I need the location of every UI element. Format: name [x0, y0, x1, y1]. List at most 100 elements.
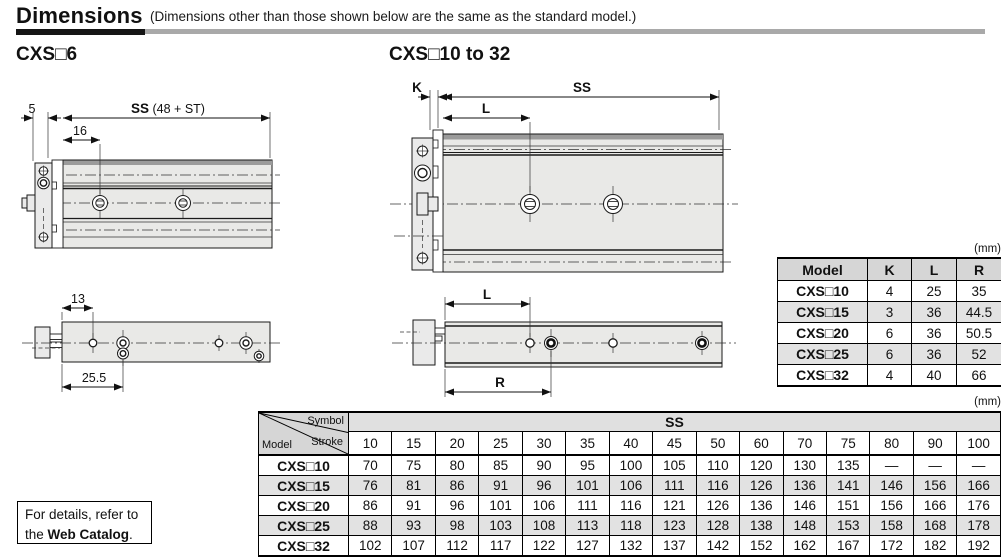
value-cell: 3: [868, 302, 912, 323]
dim-label-k: K: [412, 80, 422, 95]
title-underline-black: [16, 29, 145, 35]
value-cell: 86: [435, 476, 478, 496]
value-cell: 81: [392, 476, 435, 496]
dim-label-16: 16: [73, 124, 87, 138]
stroke-header: 70: [783, 432, 826, 456]
stroke-header: 15: [392, 432, 435, 456]
value-cell: 106: [609, 476, 652, 496]
model-cell: CXS□10: [259, 455, 349, 476]
cxs6-top-view-drawing: 5 SS (48 + ST) 16: [18, 98, 290, 258]
value-cell: 156: [913, 476, 956, 496]
value-cell: 96: [435, 496, 478, 516]
ss-group-header: SS: [349, 412, 1001, 432]
model-cell: CXS□32: [259, 536, 349, 557]
value-cell: 112: [435, 536, 478, 557]
table-row: CXS□10 70 75 80 85 90 95 100 105 110 120…: [259, 455, 1001, 476]
stroke-header: 45: [653, 432, 696, 456]
value-cell: 132: [609, 536, 652, 557]
table-row: CXS□32 102 107 112 117 122 127 132 137 1…: [259, 536, 1001, 557]
stroke-header: 50: [696, 432, 739, 456]
model-cell: CXS□15: [259, 476, 349, 496]
value-cell: 126: [696, 496, 739, 516]
stroke-header: 40: [609, 432, 652, 456]
value-cell: 162: [783, 536, 826, 557]
dim-label-l: L: [482, 101, 490, 116]
value-cell: 6: [868, 344, 912, 365]
value-cell: 178: [957, 516, 1001, 536]
page-title: Dimensions: [16, 3, 143, 29]
value-cell: 151: [826, 496, 869, 516]
table-row: CXS□20 86 91 96 101 106 111 116 121 126 …: [259, 496, 1001, 516]
value-cell: 102: [349, 536, 392, 557]
table-row: CXS□15 76 81 86 91 96 101 106 111 116 12…: [259, 476, 1001, 496]
value-cell: 50.5: [957, 323, 1001, 344]
value-cell: 116: [696, 476, 739, 496]
value-cell: 111: [653, 476, 696, 496]
table-row: CXS□32 4 40 66: [778, 365, 1001, 387]
value-cell: 36: [912, 344, 957, 365]
section-title-cxs6: CXS□6: [16, 44, 77, 66]
corner-label-model: Model: [262, 440, 292, 451]
value-cell: 146: [870, 476, 913, 496]
value-cell: 96: [522, 476, 565, 496]
stroke-header: 60: [740, 432, 783, 456]
value-cell: 152: [740, 536, 783, 557]
value-cell: 108: [522, 516, 565, 536]
stroke-header: 30: [522, 432, 565, 456]
value-cell: 86: [349, 496, 392, 516]
value-cell: 36: [912, 323, 957, 344]
note-text-bold: Web Catalog: [48, 527, 130, 542]
model-cell: CXS□20: [259, 496, 349, 516]
value-cell: 113: [566, 516, 609, 536]
value-cell: 176: [957, 496, 1001, 516]
value-cell: 167: [826, 536, 869, 557]
value-cell: 6: [868, 323, 912, 344]
value-cell: 76: [349, 476, 392, 496]
header-note: (Dimensions other than those shown below…: [150, 9, 636, 24]
model-cell: CXS□32: [778, 365, 868, 387]
stroke-header: 80: [870, 432, 913, 456]
value-cell: 128: [696, 516, 739, 536]
value-cell: 158: [870, 516, 913, 536]
corner-header-cell: Symbol Stroke Model: [259, 412, 349, 455]
value-cell: 106: [522, 496, 565, 516]
table-row: CXS□20 6 36 50.5: [778, 323, 1001, 344]
klr-header-model: Model: [778, 258, 868, 281]
dim-label-ss: SS (48 + ST): [131, 101, 205, 116]
value-cell: 75: [392, 455, 435, 476]
value-cell: 70: [349, 455, 392, 476]
stroke-header-row: 10 15 20 25 30 35 40 45 50 60 70 75 80 9…: [259, 432, 1001, 456]
value-cell: 93: [392, 516, 435, 536]
value-cell: 123: [653, 516, 696, 536]
stroke-header: 10: [349, 432, 392, 456]
value-cell: 146: [783, 496, 826, 516]
value-cell: 111: [566, 496, 609, 516]
value-cell: 135: [826, 455, 869, 476]
value-cell: 36: [912, 302, 957, 323]
value-cell: —: [870, 455, 913, 476]
ss-stroke-table: Symbol Stroke Model SS 10 15 20 25 30 35…: [258, 411, 1001, 557]
value-cell: 88: [349, 516, 392, 536]
value-cell: 85: [479, 455, 522, 476]
model-cell: CXS□25: [778, 344, 868, 365]
klr-header-l: L: [912, 258, 957, 281]
web-catalog-note-box: For details, refer to the Web Catalog.: [17, 501, 152, 544]
value-cell: 136: [783, 476, 826, 496]
value-cell: 117: [479, 536, 522, 557]
value-cell: 35: [957, 281, 1001, 302]
corner-label-stroke: Stroke: [311, 437, 343, 448]
section-title-cxs10-32: CXS□10 to 32: [389, 44, 510, 66]
table-row: CXS□25 88 93 98 103 108 113 118 123 128 …: [259, 516, 1001, 536]
value-cell: 156: [870, 496, 913, 516]
klr-unit-label: (mm): [777, 243, 1001, 255]
model-cell: CXS□25: [259, 516, 349, 536]
klr-header-row: Model K L R: [778, 258, 1001, 281]
value-cell: 192: [957, 536, 1001, 557]
value-cell: 137: [653, 536, 696, 557]
stroke-header: 25: [479, 432, 522, 456]
value-cell: 138: [740, 516, 783, 536]
value-cell: 100: [609, 455, 652, 476]
corner-label-symbol: Symbol: [307, 416, 344, 427]
value-cell: 130: [783, 455, 826, 476]
value-cell: 166: [957, 476, 1001, 496]
